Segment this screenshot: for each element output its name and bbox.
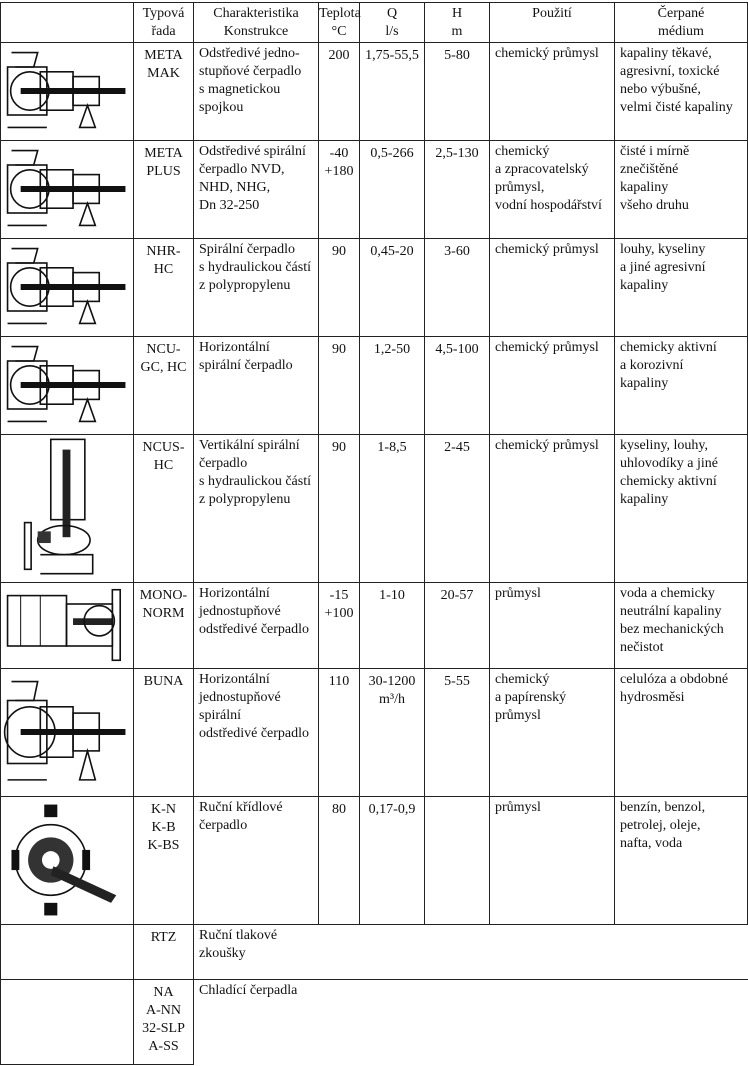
series-cell: NCU-GC, HC <box>133 336 194 435</box>
head-cell: 2-45 <box>424 434 490 583</box>
flow-cell: 1-8,5 <box>359 434 425 583</box>
use-cell: chemický průmysl <box>489 336 615 435</box>
use-cell: průmysl <box>489 582 615 669</box>
vertical-volute-pump-icon <box>23 438 94 575</box>
flow-cell: 1,75-55,5 <box>359 42 425 141</box>
head-cell: 2,5-130 <box>424 140 490 239</box>
series-cell: NCUS-HC <box>133 434 194 583</box>
temperature-cell: 90 <box>318 434 360 583</box>
centrifugal-pump-magnetic-coupling-icon <box>6 51 126 129</box>
series-cell: BUNA <box>133 668 194 797</box>
flow-cell: 0,17-0,9 <box>359 796 425 925</box>
flow-cell: 1,2-50 <box>359 336 425 435</box>
pump-image <box>0 924 134 980</box>
use-cell: chemický průmysl <box>489 434 615 583</box>
use-cell: chemický průmysl <box>489 42 615 141</box>
horizontal-volute-pump-icon <box>6 345 126 423</box>
header-image <box>0 2 134 43</box>
medium-cell: benzín, benzol,petrolej, oleje,nafta, vo… <box>614 796 748 925</box>
temperature-cell: 200 <box>318 42 360 141</box>
temperature-cell: 90 <box>318 336 360 435</box>
series-cell: MONO-NORM <box>133 582 194 669</box>
paper-industry-pump-icon <box>3 680 126 781</box>
temperature-cell: -15+100 <box>318 582 360 669</box>
pump-image <box>0 582 134 669</box>
volute-pump-icon <box>6 149 126 227</box>
head-cell: 5-55 <box>424 668 490 797</box>
flow-cell: 1-10 <box>359 582 425 669</box>
temperature-cell: 90 <box>318 238 360 337</box>
use-cell: průmysl <box>489 796 615 925</box>
hand-wing-pump-icon <box>11 804 117 916</box>
pump-image <box>0 668 134 797</box>
header-temperature: Teplota°C <box>318 2 361 43</box>
header-use: Použití <box>489 2 615 43</box>
head-cell: 4,5-100 <box>424 336 490 435</box>
design-cell: Chladící čerpadla <box>193 979 748 1065</box>
pump-image <box>0 140 134 239</box>
temperature-cell: 80 <box>318 796 360 925</box>
flow-cell: 0,5-266 <box>359 140 425 239</box>
pump-image <box>0 238 134 337</box>
series-cell: NHR-HC <box>133 238 194 337</box>
polypropylene-volute-pump-icon <box>6 247 126 325</box>
head-cell: 3-60 <box>424 238 490 337</box>
use-cell: chemický průmysl <box>489 238 615 337</box>
pump-image <box>0 434 134 583</box>
head-cell: 20-57 <box>424 582 490 669</box>
flow-cell: 0,45-20 <box>359 238 425 337</box>
pump-image <box>0 42 134 141</box>
temperature-cell: 110 <box>318 668 360 797</box>
pump-image <box>0 796 134 925</box>
monoblock-pump-icon <box>6 588 122 662</box>
temperature-cell: -40+180 <box>318 140 360 239</box>
series-cell: RTZ <box>133 924 194 980</box>
pump-image <box>0 979 134 1065</box>
pump-image <box>0 336 134 435</box>
head-cell: 5-80 <box>424 42 490 141</box>
head-cell <box>424 796 490 925</box>
